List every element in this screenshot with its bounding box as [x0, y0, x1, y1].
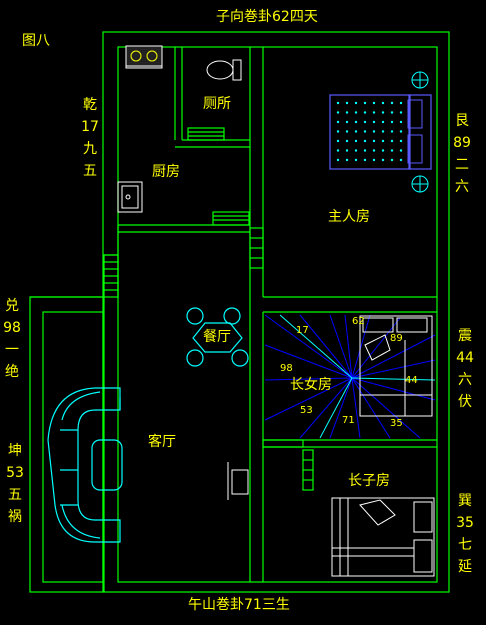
header-title: 子向巻卦62四天: [216, 9, 318, 25]
room-label-eldest-son: 长子房: [348, 473, 390, 489]
quilt-dot: [345, 149, 349, 152]
room-label-eldest-daughter: 长女房: [290, 377, 332, 393]
dining-table-icon: [186, 307, 249, 367]
quilt-dot: [336, 158, 340, 162]
quilt-dot: [345, 120, 349, 124]
quilt-dot: [381, 139, 385, 143]
quilt-dot: [390, 130, 394, 133]
quilt-dot: [336, 111, 340, 114]
quilt-dot: [390, 120, 394, 124]
room-label-kitchen: 厨房: [152, 164, 180, 180]
quilt-dot: [390, 149, 394, 152]
daughter-bed-icon: [359, 315, 433, 417]
inner-wall: [42, 311, 104, 583]
compass-number: 89: [390, 333, 403, 344]
quilt-dot: [354, 139, 358, 143]
quilt-dot: [399, 130, 403, 133]
quilt-dot: [354, 101, 358, 105]
compass-number: 35: [390, 418, 403, 429]
quilt-dot: [336, 149, 340, 152]
quilt-dot: [363, 149, 367, 152]
quilt-dot: [399, 149, 403, 152]
quilt-dot: [336, 120, 340, 124]
quilt-dot: [381, 158, 385, 162]
quilt-dot: [345, 101, 349, 105]
quilt-dot: [336, 139, 340, 143]
quilt-dot: [390, 101, 394, 105]
room-label-living: 客厅: [148, 434, 176, 450]
quilt-dot: [354, 120, 358, 124]
quilt-dot: [399, 101, 403, 105]
quilt-dot: [399, 158, 403, 162]
quilt-dot: [354, 130, 358, 133]
master-bed-icon: [329, 71, 432, 193]
quilt-dot: [399, 139, 403, 143]
quilt-dot: [345, 130, 349, 133]
figure-label: 图八: [22, 33, 50, 49]
quilt-dot: [399, 111, 403, 114]
compass-number: 98: [280, 363, 293, 374]
footer-title: 午山巻卦71三生: [188, 597, 290, 613]
inner-frame: [117, 46, 438, 583]
room-label-dining: 餐厅: [203, 329, 231, 345]
quilt-dot: [336, 130, 340, 133]
quilt-dot: [372, 111, 376, 114]
quilt-dot: [372, 158, 376, 162]
quilt-dot: [372, 130, 376, 133]
quilt-dot: [345, 139, 349, 143]
quilt-dot: [354, 149, 358, 152]
compass-number: 17: [296, 325, 309, 336]
quilt-dot: [381, 101, 385, 105]
compass-number: 62: [352, 316, 365, 327]
compass-number: 44: [405, 375, 418, 386]
toilet-icon: [206, 59, 242, 81]
quilt-dot: [354, 111, 358, 114]
compass-rays: [264, 314, 436, 439]
quilt-dot: [363, 111, 367, 114]
quilt-dot: [354, 158, 358, 162]
tv-icon: [227, 462, 249, 500]
quilt-dot: [381, 130, 385, 133]
quilt-dot: [363, 130, 367, 133]
quilt-dot: [372, 149, 376, 152]
quilt-dot: [390, 139, 394, 143]
sofa-icon: [47, 387, 123, 543]
quilt-dot: [399, 120, 403, 124]
quilt-dot: [381, 111, 385, 114]
room-label-toilet: 厕所: [203, 96, 231, 112]
quilt-dot: [381, 149, 385, 152]
compass-number: 71: [342, 415, 355, 426]
quilt-dot: [372, 101, 376, 105]
quilt-dot: [372, 120, 376, 124]
quilt-dot: [363, 101, 367, 105]
quilt-dot: [390, 158, 394, 162]
quilt-dot: [390, 111, 394, 114]
quilt-dot: [345, 111, 349, 114]
quilt-dot: [363, 139, 367, 143]
stove-icon: [125, 45, 163, 69]
quilt-dot: [363, 158, 367, 162]
quilt-dot: [363, 120, 367, 124]
quilt-dot: [381, 120, 385, 124]
sink-icon: [117, 181, 143, 213]
compass-number: 53: [300, 405, 313, 416]
room-label-master: 主人房: [328, 209, 370, 225]
quilt-dot: [345, 158, 349, 162]
son-bed-icon: [331, 497, 435, 577]
quilt-dot: [372, 139, 376, 143]
quilt-dot: [336, 101, 340, 105]
compass-rays-light: [279, 314, 436, 439]
